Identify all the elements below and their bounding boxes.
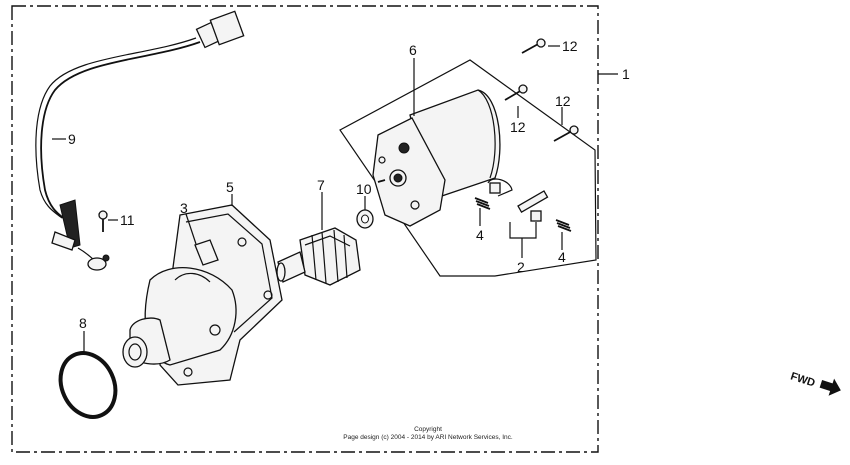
callout-7: 7 xyxy=(317,177,325,193)
callout-8: 8 xyxy=(79,315,87,331)
fwd-label: FWD xyxy=(789,370,817,389)
starter-motor xyxy=(372,89,501,227)
callout-6: 6 xyxy=(409,42,417,58)
leader-lines xyxy=(52,45,563,352)
starter-clutch xyxy=(276,227,361,286)
callout-1: 1 xyxy=(622,66,630,82)
callout-11: 11 xyxy=(120,212,135,228)
callout-12-top: 12 xyxy=(562,38,578,54)
brush-spring-left xyxy=(474,197,491,210)
o-ring xyxy=(58,351,118,419)
fwd-arrow-icon xyxy=(819,378,841,396)
washer xyxy=(356,209,374,229)
callout-10: 10 xyxy=(356,181,372,197)
gear-case xyxy=(122,204,283,386)
wire-harness xyxy=(35,10,245,271)
callout-12-right: 12 xyxy=(555,93,571,109)
bolt-12-top xyxy=(521,38,546,54)
bolt-12-middle xyxy=(504,84,528,101)
callout-2: 2 xyxy=(517,259,525,275)
brush-spring-right xyxy=(555,219,572,232)
copyright-line-2: Page design (c) 2004 - 2014 by ARI Netwo… xyxy=(343,434,513,441)
motor-assembly-outline xyxy=(339,59,597,277)
screw-11 xyxy=(98,210,108,232)
callout-3: 3 xyxy=(180,200,188,216)
copyright-line-1: Copyright xyxy=(414,426,442,433)
callout-5: 5 xyxy=(226,179,234,195)
callout-4-right: 4 xyxy=(558,249,566,265)
brush-set xyxy=(487,178,549,239)
bolt-12-right xyxy=(553,125,579,142)
callout-4-left: 4 xyxy=(476,227,484,243)
diagram-frame xyxy=(11,5,599,453)
callout-12-middle: 12 xyxy=(510,119,526,135)
fwd-indicator: FWD xyxy=(789,370,841,396)
callout-9: 9 xyxy=(68,131,76,147)
